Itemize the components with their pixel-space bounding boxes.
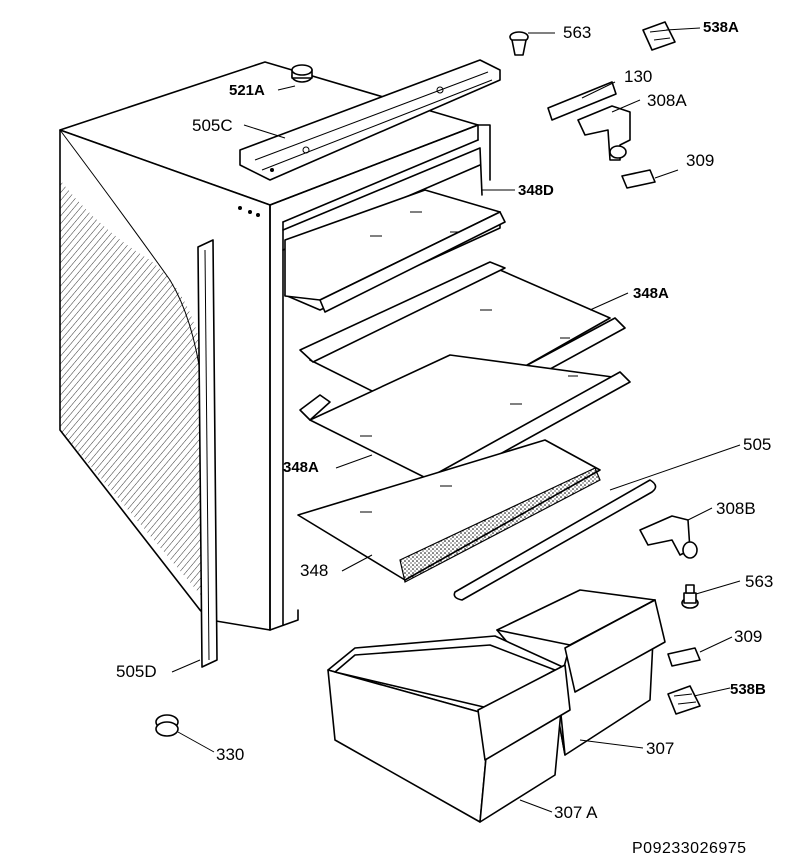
label-307A: 307 A	[554, 803, 598, 822]
label-309-bottom: 309	[734, 627, 762, 646]
label-505: 505	[743, 435, 771, 454]
part-538B	[667, 685, 701, 715]
part-308B	[639, 515, 698, 559]
part-563-top	[509, 31, 529, 56]
part-309-top	[621, 169, 656, 189]
part-309-bottom	[667, 647, 701, 667]
label-348: 348	[300, 561, 328, 580]
shelf-348	[297, 439, 601, 583]
part-521A	[291, 64, 313, 83]
part-538A	[642, 21, 676, 51]
label-348A-left: 348A	[283, 459, 319, 476]
label-130: 130	[624, 67, 652, 86]
label-505D: 505D	[116, 662, 157, 681]
part-308A	[577, 105, 631, 161]
side-panel-shading	[60, 180, 208, 600]
drawer-307A	[327, 635, 571, 823]
label-563-top: 563	[563, 23, 591, 42]
shelf-348D	[284, 189, 506, 313]
label-348D: 348D	[518, 182, 554, 199]
cabinet	[59, 61, 491, 631]
part-130	[547, 81, 617, 121]
part-330	[155, 714, 179, 737]
label-309-top: 309	[686, 151, 714, 170]
label-521A: 521A	[229, 82, 265, 99]
part-563-bottom	[681, 584, 699, 609]
door-strip-505D	[197, 239, 218, 668]
label-538A: 538A	[703, 19, 739, 36]
label-348A-right: 348A	[633, 285, 669, 302]
drawing-code: P09233026975	[632, 840, 747, 857]
label-308B: 308B	[716, 499, 756, 518]
drawer-307	[496, 589, 666, 756]
top-rail-505C	[239, 59, 501, 181]
label-563-bottom: 563	[745, 572, 773, 591]
label-538B: 538B	[730, 681, 766, 698]
leader-lines	[171, 27, 741, 813]
label-307: 307	[646, 739, 674, 758]
label-308A: 308A	[647, 91, 687, 110]
label-505C: 505C	[192, 116, 233, 135]
label-330: 330	[216, 745, 244, 764]
rod-505	[453, 479, 657, 601]
